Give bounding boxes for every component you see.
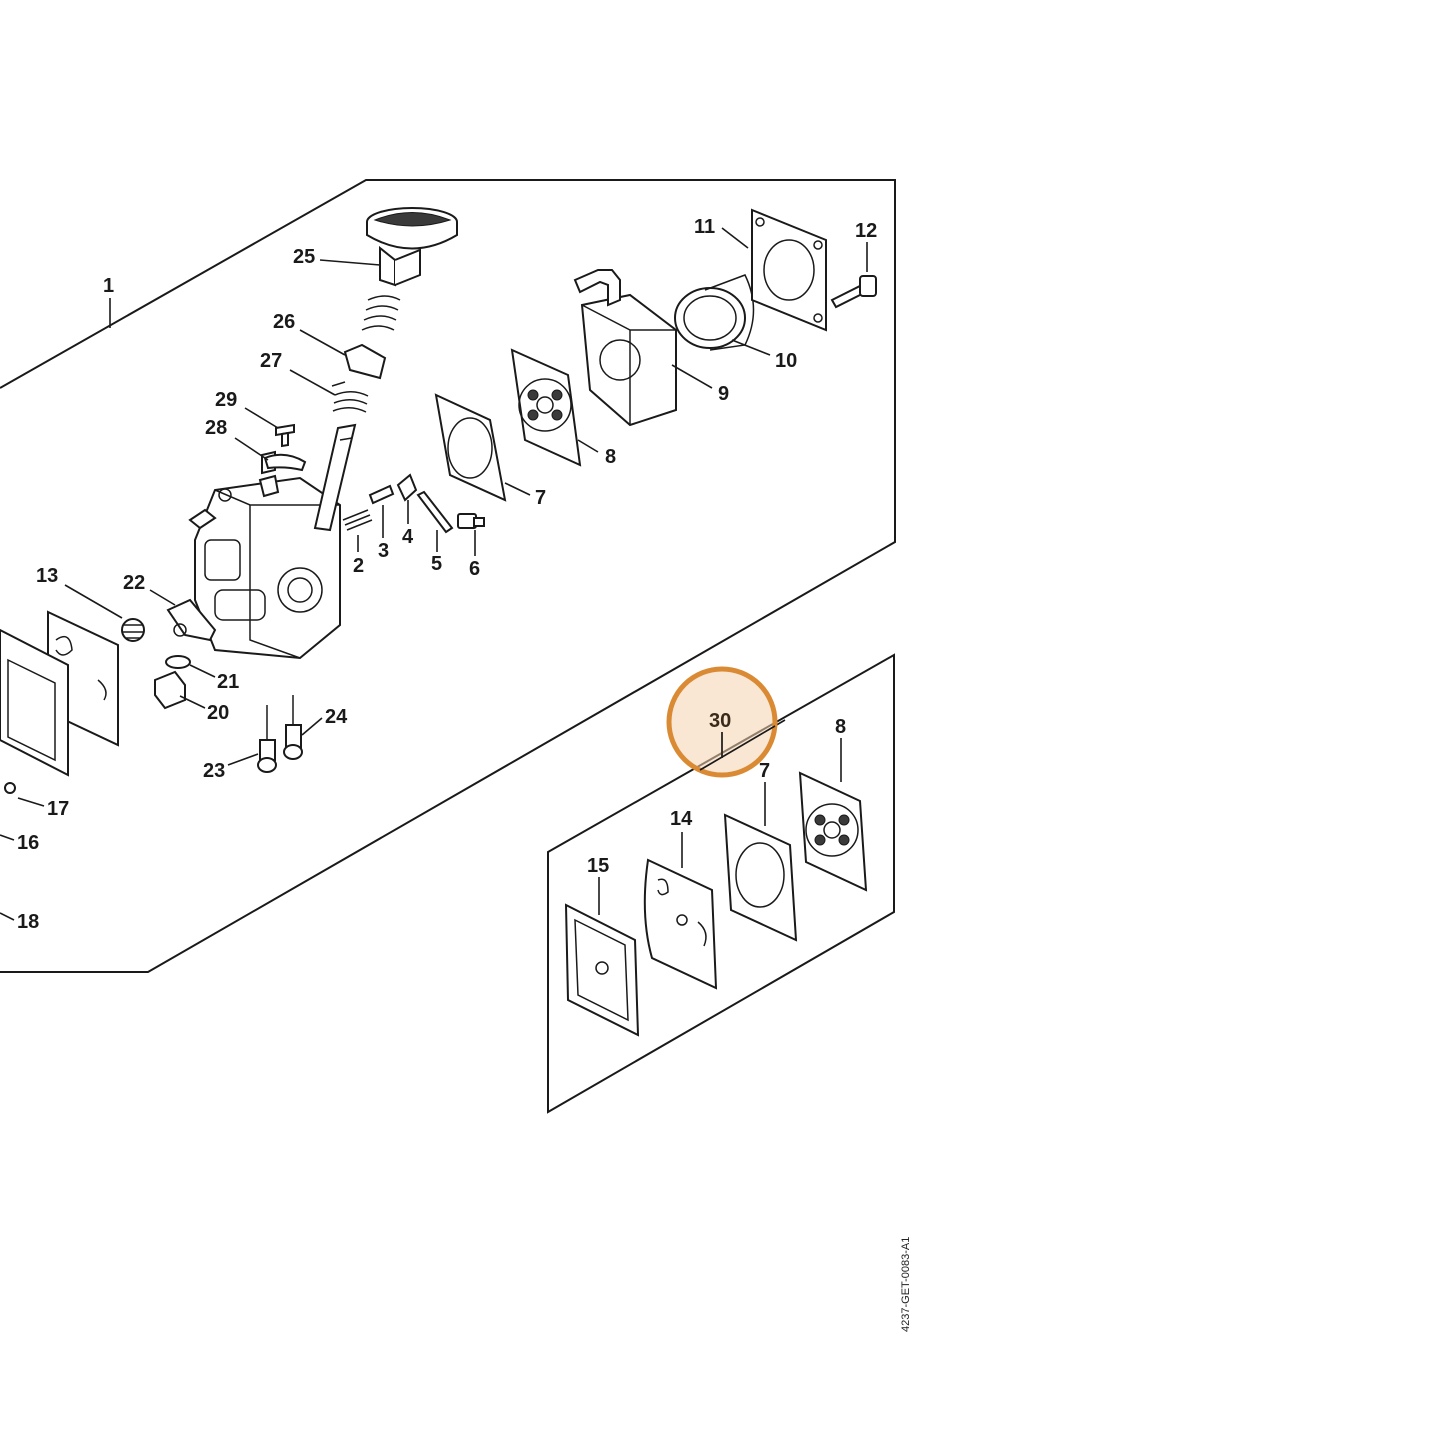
pump-cover-part-9[interactable] (573, 269, 677, 427)
callout-26[interactable]: 26 (273, 311, 295, 333)
drawing-reference-code: 4237-GET-0083-A1 (900, 1237, 912, 1332)
callout-5[interactable]: 5 (431, 553, 442, 575)
callout-7-kit[interactable]: 7 (759, 760, 770, 782)
callout-9[interactable]: 9 (718, 383, 729, 405)
callout-23[interactable]: 23 (203, 760, 225, 782)
callout-12[interactable]: 12 (855, 220, 877, 242)
screw-part-29[interactable] (275, 423, 295, 448)
callout-1[interactable]: 1 (103, 275, 114, 297)
callout-25[interactable]: 25 (293, 246, 315, 268)
needle-valve-part-3[interactable] (368, 484, 395, 505)
screen-part-13[interactable] (121, 618, 145, 642)
callout-15[interactable]: 15 (587, 855, 609, 877)
callout-24[interactable]: 24 (325, 706, 348, 728)
torsion-spring[interactable] (331, 381, 369, 413)
callout-labels: 1 25 26 27 29 28 2 3 4 5 6 7 8 9 10 11 1… (17, 216, 877, 933)
callout-8-main[interactable]: 8 (605, 446, 616, 468)
diaphragm-part-8[interactable] (510, 348, 582, 467)
adjusting-screw-24[interactable] (283, 695, 303, 760)
callout-27[interactable]: 27 (260, 350, 282, 372)
adjusting-screw-23[interactable] (257, 705, 277, 773)
screw-part-12[interactable] (830, 275, 877, 309)
main-assembly-frame (0, 179, 896, 973)
primer-pump[interactable] (366, 207, 458, 287)
pump-spring[interactable] (361, 295, 401, 331)
callout-20[interactable]: 20 (207, 702, 229, 724)
clip-part-22[interactable] (166, 598, 217, 642)
callout-28[interactable]: 28 (205, 417, 227, 439)
washer-part-21[interactable] (165, 655, 191, 669)
callout-29[interactable]: 29 (215, 389, 237, 411)
callout-4[interactable]: 4 (402, 526, 414, 548)
screw-part-6[interactable] (457, 513, 485, 529)
venturi-part-10[interactable] (674, 274, 755, 351)
kit-diaphragm-14[interactable] (643, 858, 718, 990)
callout-16[interactable]: 16 (17, 832, 39, 854)
callout-7-main[interactable]: 7 (535, 487, 546, 509)
gasket-part-7[interactable] (434, 393, 507, 502)
flange-gasket-part-11[interactable] (751, 208, 827, 332)
callout-14[interactable]: 14 (670, 808, 693, 830)
callout-13[interactable]: 13 (36, 565, 58, 587)
lever-part-28[interactable] (263, 453, 307, 472)
choke-lever[interactable] (313, 423, 357, 532)
repair-kit-frame (547, 653, 895, 1114)
callout-18[interactable]: 18 (17, 911, 39, 933)
callout-22[interactable]: 22 (123, 572, 145, 594)
callout-21[interactable]: 21 (217, 671, 239, 693)
callout-10[interactable]: 10 (775, 350, 797, 372)
kit-gasket-7[interactable] (723, 813, 798, 942)
callout-11[interactable]: 11 (694, 216, 715, 238)
kit-diaphragm-8[interactable] (798, 771, 868, 892)
callout-2[interactable]: 2 (353, 555, 364, 577)
callout-17[interactable]: 17 (47, 798, 69, 820)
small-part-17[interactable] (4, 782, 16, 794)
highlight-ring-30[interactable] (666, 666, 778, 778)
callout-6[interactable]: 6 (469, 558, 480, 580)
callout-8-kit[interactable]: 8 (835, 716, 846, 738)
metering-gasket-left[interactable] (0, 628, 69, 777)
pump-sleeve[interactable] (343, 343, 387, 380)
callout-3[interactable]: 3 (378, 540, 389, 562)
callout-30[interactable]: 30 (709, 710, 731, 732)
lever-part-4[interactable] (396, 473, 418, 502)
spring-part-2[interactable] (342, 509, 373, 531)
kit-gasket-15[interactable] (564, 903, 640, 1037)
shaft-part-5[interactable] (416, 490, 454, 534)
nut-part-20[interactable] (154, 670, 186, 710)
